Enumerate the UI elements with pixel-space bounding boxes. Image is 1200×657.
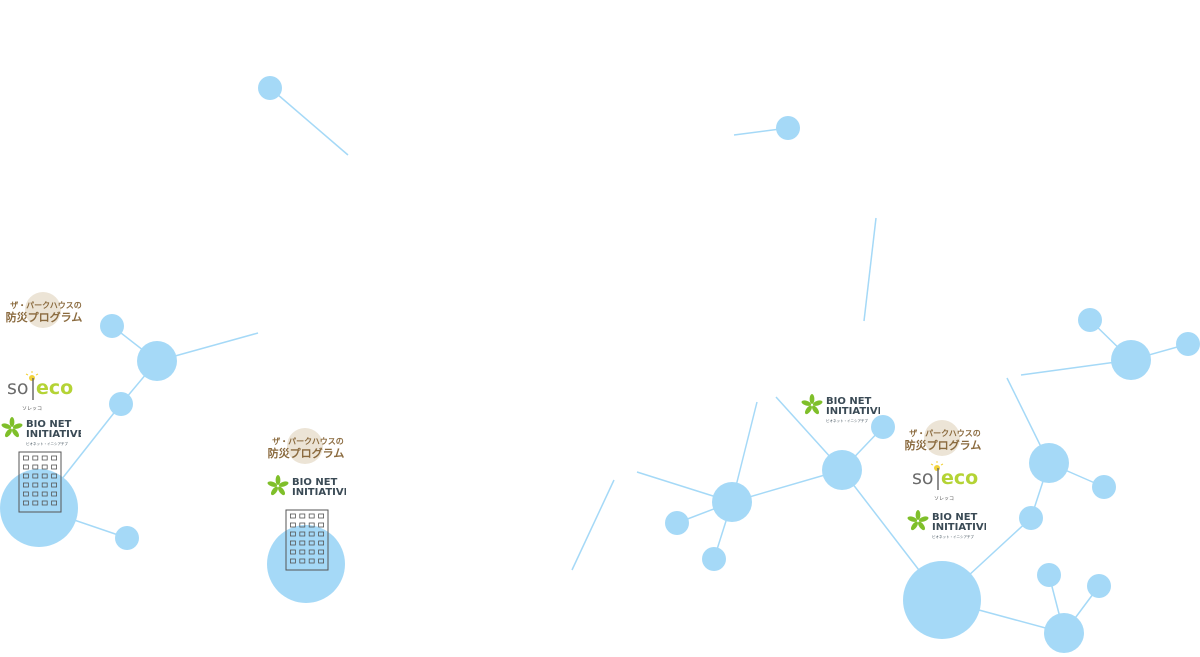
park-house-logo: ザ・パークハウスの 防災プログラム (268, 428, 348, 468)
bio-net-logo: BIO NET INITIATIVE (266, 473, 351, 505)
bio-net-line1: BIO NET (26, 419, 72, 430)
soleco-eco: eco (941, 467, 978, 489)
network-node (137, 341, 177, 381)
network-node (1087, 574, 1111, 598)
network-node (871, 415, 895, 439)
network-node (702, 547, 726, 571)
network-node (1176, 332, 1200, 356)
bio-net-sub: ビオネット・イニシアチブ (932, 534, 974, 539)
network-node (776, 116, 800, 140)
bio-net-line2: INITIATIVE (932, 522, 986, 533)
network-node (1019, 506, 1043, 530)
park-house-line1: ザ・パークハウスの (10, 300, 82, 310)
park-house-line1: ザ・パークハウスの (909, 428, 981, 438)
park-house-line1: ザ・パークハウスの (272, 436, 344, 446)
bio-net-line1: BIO NET (292, 477, 338, 488)
park-house-line2: 防災プログラム (6, 310, 82, 324)
network-node (115, 526, 139, 550)
park-house-line2: 防災プログラム (905, 438, 981, 452)
soleco-so: so (7, 377, 29, 399)
nodes (0, 76, 1200, 653)
soleco-sub: ソレッコ (934, 496, 954, 502)
soleco-logo: so eco ソレッコ (910, 460, 982, 504)
park-house-badge (287, 428, 323, 464)
network-node (1037, 563, 1061, 587)
soleco-eco: eco (36, 377, 73, 399)
network-node (258, 76, 282, 100)
soleco-sub: ソレッコ (22, 406, 42, 412)
bio-net-logo: BIO NET INITIATIVE ビオネット・イニシアチブ (800, 392, 885, 424)
network-edge (571, 479, 615, 571)
network-node (1092, 475, 1116, 499)
leaf-icon (267, 475, 289, 496)
park-house-line2: 防災プログラム (268, 446, 344, 460)
network-edge (269, 87, 349, 156)
network-node (903, 561, 981, 639)
bio-net-logo: BIO NET INITIATIVE ビオネット・イニシアチブ (906, 508, 991, 540)
bio-net-line2: INITIATIVE (292, 487, 346, 498)
park-house-badge (924, 420, 960, 456)
network-node (267, 525, 345, 603)
network-edge (863, 217, 877, 322)
park-house-logo: ザ・パークハウスの 防災プログラム (6, 292, 86, 332)
leaf-icon (907, 510, 929, 531)
bio-net-logo: BIO NET INITIATIVE ビオネット・イニシアチブ (1, 415, 85, 447)
network-node (1044, 613, 1084, 653)
network-node (100, 314, 124, 338)
soleco-logo: so eco ソレッコ (5, 370, 77, 414)
network-node (109, 392, 133, 416)
leaf-icon (801, 394, 823, 415)
bio-net-line2: INITIATIVE (826, 406, 880, 417)
network-node (712, 482, 752, 522)
bio-net-line1: BIO NET (826, 396, 872, 407)
network-node (1078, 308, 1102, 332)
soleco-so: so (912, 467, 934, 489)
network-node (1111, 340, 1151, 380)
network-node (1029, 443, 1069, 483)
network-node (822, 450, 862, 490)
edges (38, 87, 1189, 634)
bio-net-sub: ビオネット・イニシアチブ (26, 441, 68, 446)
bio-net-line1: BIO NET (932, 512, 978, 523)
network-node (665, 511, 689, 535)
bio-net-sub: ビオネット・イニシアチブ (826, 418, 868, 423)
building-icon (285, 509, 329, 571)
park-house-logo: ザ・パークハウスの 防災プログラム (905, 420, 985, 460)
bio-net-line2: INITIATIVE (26, 429, 81, 440)
building-icon (18, 451, 62, 513)
park-house-badge (25, 292, 61, 328)
leaf-icon (1, 417, 23, 438)
network-node (0, 469, 78, 547)
